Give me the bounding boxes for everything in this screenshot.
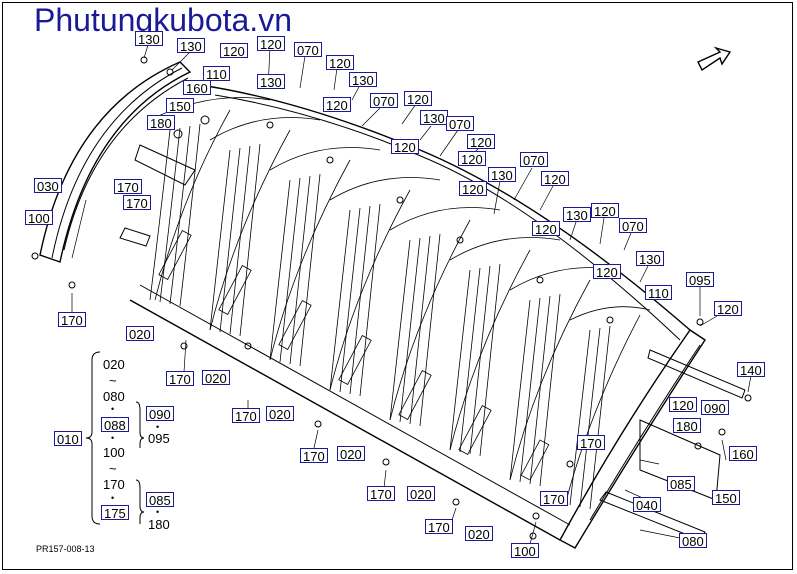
legend-item: 088 [101, 417, 129, 433]
callout-label: 120 [326, 55, 354, 71]
callout-label: 170 [540, 491, 568, 507]
legend-item: 080 [103, 389, 125, 404]
callout-label: 160 [183, 80, 211, 96]
callout-label: 120 [541, 171, 569, 187]
callout-label: 080 [679, 533, 707, 549]
callout-label: 120 [714, 301, 742, 317]
callout-label: 130 [257, 74, 285, 90]
callout-label: 170 [577, 435, 605, 451]
callout-label: 120 [459, 181, 487, 197]
figure-code: PR157-008-13 [36, 544, 95, 554]
callout-label: 110 [203, 66, 230, 82]
callout-label: 130 [420, 110, 448, 126]
callout-label: 090 [701, 400, 729, 416]
legend-item: 170 [103, 477, 125, 492]
callout-label: 085 [667, 476, 695, 492]
callout-label: 070 [294, 42, 322, 58]
callout-label: 100 [511, 543, 539, 559]
callout-label: 030 [34, 178, 62, 194]
hood-top-arc [199, 84, 691, 331]
callout-label: 120 [458, 151, 486, 167]
callout-label: 070 [520, 152, 548, 168]
callout-label: 070 [370, 93, 398, 109]
callout-label: 020 [465, 526, 493, 542]
callout-label: 120 [591, 203, 619, 219]
callout-label: 020 [202, 370, 230, 386]
right-end-frame [559, 329, 706, 549]
callout-label: 040 [633, 497, 661, 513]
callout-label: 130 [177, 38, 205, 54]
legend-dot: • [156, 422, 160, 432]
callout-label: 130 [636, 251, 664, 267]
callout-label: 130 [488, 167, 516, 183]
callout-label: 140 [737, 362, 765, 378]
callout-label: 120 [532, 221, 560, 237]
callout-label: 160 [729, 446, 757, 462]
callout-label: 120 [391, 139, 419, 155]
legend-dot: • [111, 404, 115, 414]
callout-label: 130 [349, 72, 377, 88]
callout-label: 020 [126, 326, 154, 342]
legend-dot: • [111, 493, 115, 503]
callout-label: 150 [712, 490, 740, 506]
callout-label: 150 [166, 98, 194, 114]
left-end-frame [39, 61, 192, 263]
callout-label: 180 [147, 115, 175, 131]
callout-label: 170 [232, 408, 260, 424]
legend-dot: • [111, 433, 115, 443]
legend-range-mark: ~ [109, 461, 117, 476]
callout-label: 170 [114, 179, 142, 195]
callout-label: 020 [337, 446, 365, 462]
callout-label: 120 [467, 134, 495, 150]
callout-label: 120 [257, 36, 285, 52]
legend-brackets [85, 351, 145, 525]
callout-label: 020 [266, 406, 294, 422]
callout-label: 120 [404, 91, 432, 107]
callout-label: 120 [323, 97, 351, 113]
callout-label: 170 [300, 448, 328, 464]
callout-label: 070 [619, 218, 647, 234]
callout-label: 120 [220, 43, 248, 59]
callout-label: 170 [58, 312, 86, 328]
legend-main-item: 010 [54, 431, 82, 447]
legend-range-mark: ~ [109, 373, 117, 388]
watermark: Phutungkubota.vn [34, 2, 292, 38]
panel-slots [158, 230, 550, 481]
legend-item: 090 [146, 406, 174, 422]
legend-item: 100 [103, 445, 125, 460]
callout-label: 020 [407, 486, 435, 502]
callout-label: 120 [593, 264, 621, 280]
legend-item: 180 [148, 517, 170, 532]
fasteners [31, 56, 752, 540]
callout-label: 070 [446, 116, 474, 132]
lower-bar [599, 491, 706, 541]
callout-label: 095 [686, 272, 714, 288]
callout-label: 100 [25, 210, 53, 226]
callout-label: 130 [135, 31, 163, 47]
direction-arrow [697, 46, 732, 72]
hood-bottom-edge [129, 299, 561, 541]
callout-label: 130 [563, 207, 591, 223]
callout-label: 170 [123, 195, 151, 211]
callout-label: 170 [166, 371, 194, 387]
callout-label: 120 [669, 397, 697, 413]
legend-dot: • [156, 507, 160, 517]
callout-label: 180 [673, 418, 701, 434]
legend-item: 085 [146, 492, 174, 508]
legend-item: 020 [103, 357, 125, 372]
callout-label: 170 [425, 519, 453, 535]
legend-item: 095 [148, 431, 170, 446]
callout-label: 110 [645, 285, 672, 301]
cover-panels [149, 97, 651, 510]
callout-label: 170 [367, 486, 395, 502]
legend-item: 175 [101, 505, 129, 521]
